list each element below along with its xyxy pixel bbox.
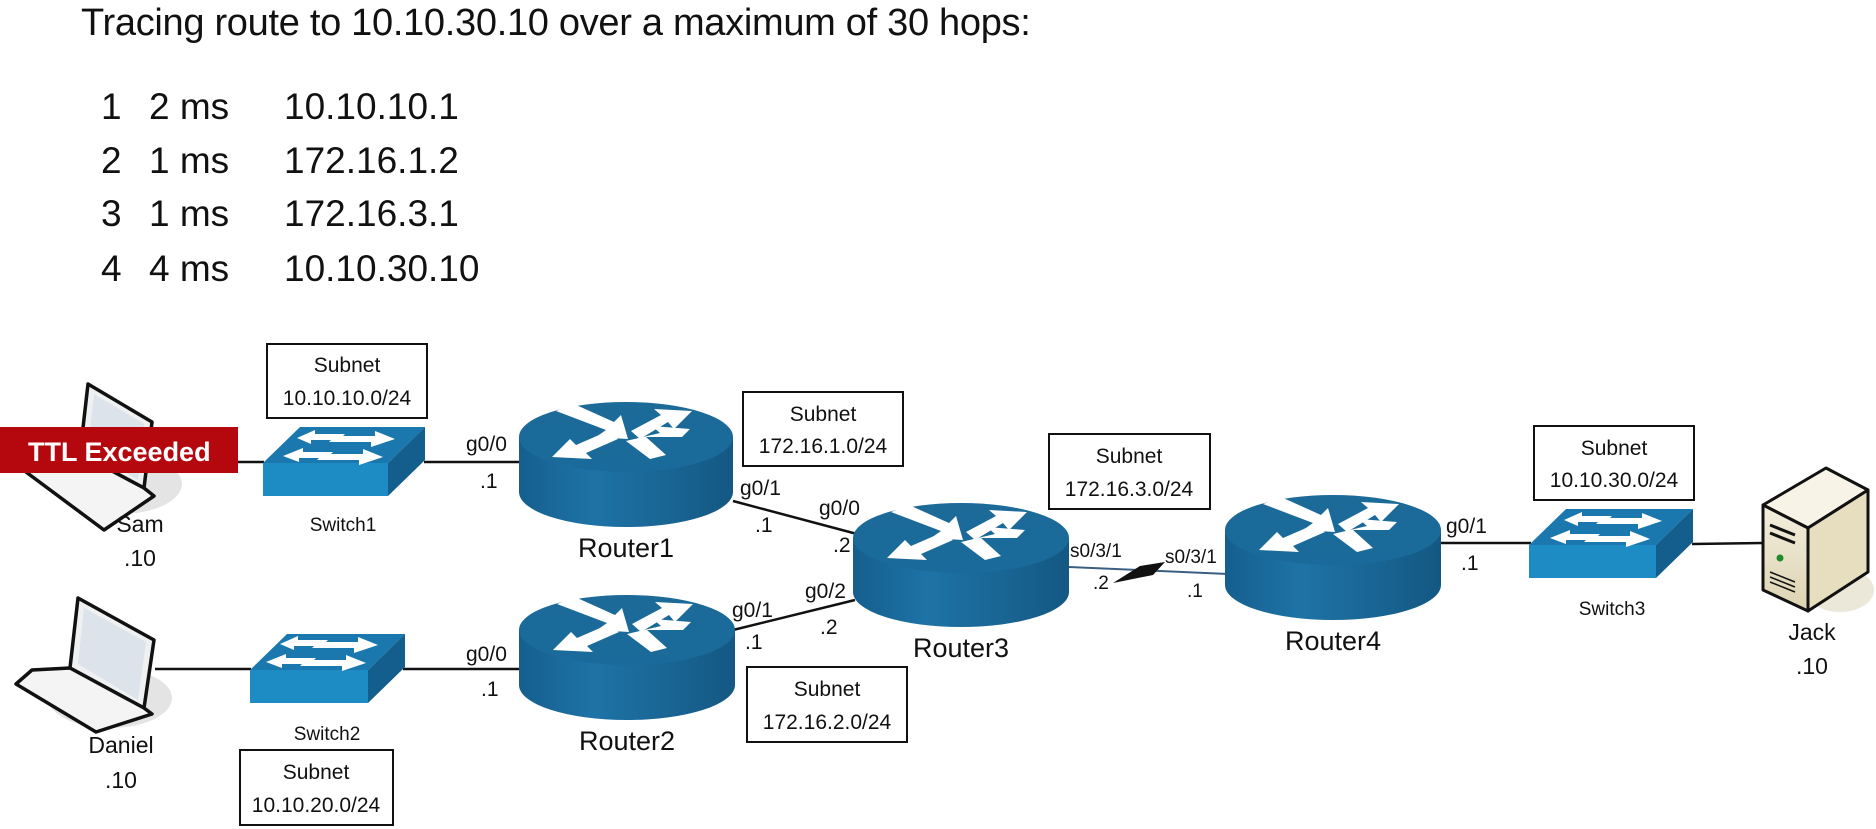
router-name-router2: Router2 (579, 726, 675, 756)
serial-lightning-icon (1113, 562, 1165, 583)
hop-time: 1 ms (149, 193, 230, 234)
subnet-label: Subnet (1581, 437, 1648, 460)
hop-number: 4 (101, 248, 122, 289)
server-icon (1761, 466, 1874, 613)
interface-name: g0/1 (740, 477, 781, 500)
router-icon (519, 402, 733, 527)
subnet-network: 10.10.30.0/24 (1550, 469, 1679, 492)
hop-number: 2 (101, 140, 122, 181)
host-name-jack: Jack (1788, 619, 1836, 645)
router-icon (519, 595, 735, 720)
link-switch3-jack (1691, 541, 1764, 546)
interface-name: g0/0 (466, 643, 507, 666)
interface-ip: .1 (480, 470, 498, 493)
subnet-label: Subnet (790, 403, 857, 426)
interface-ip: .2 (820, 616, 838, 639)
subnet-label: Subnet (1096, 445, 1163, 468)
subnet-network: 172.16.3.0/24 (1065, 478, 1194, 501)
hop-time: 4 ms (149, 248, 230, 289)
host-ip-sam: .10 (124, 545, 156, 571)
link-router2-router3 (732, 598, 856, 632)
hop-address: 10.10.10.1 (284, 86, 459, 127)
interface-name: g0/2 (805, 580, 846, 603)
hop-time: 1 ms (149, 140, 230, 181)
subnet-box: Subnet 10.10.30.0/24 (1533, 425, 1695, 501)
subnet-label: Subnet (283, 761, 350, 784)
subnet-box: Subnet 172.16.3.0/24 (1048, 433, 1211, 510)
hop-time: 2 ms (149, 86, 230, 127)
router-name-router4: Router4 (1285, 626, 1381, 656)
router-icon (853, 503, 1069, 627)
switch-icon (263, 427, 425, 496)
hop-number: 3 (101, 193, 122, 234)
subnet-network: 10.10.10.0/24 (283, 387, 412, 410)
subnet-box: Subnet 172.16.2.0/24 (746, 666, 908, 743)
hop-address: 10.10.30.10 (284, 248, 480, 289)
switch-name-switch1: Switch1 (310, 515, 377, 536)
ttl-exceeded-text: TTL Exceeded (28, 437, 211, 467)
ttl-exceeded-banner: TTL Exceeded (0, 427, 238, 473)
host-name-sam: Sam (116, 511, 163, 537)
subnet-label: Subnet (794, 678, 861, 701)
switch-icon (250, 634, 405, 703)
laptop-icon (14, 596, 172, 734)
switch-icon (1529, 509, 1693, 578)
host-name-daniel: Daniel (88, 732, 153, 758)
subnet-network: 172.16.1.0/24 (759, 435, 888, 458)
interface-name: g0/0 (466, 433, 507, 456)
link-router1-router3 (732, 499, 858, 536)
interface-name: g0/1 (1446, 515, 1487, 538)
interface-ip: .2 (833, 534, 851, 557)
host-ip-daniel: .10 (105, 767, 137, 793)
interface-name: s0/3/1 (1070, 541, 1122, 562)
hop-number: 1 (101, 86, 122, 127)
interface-ip: .2 (1093, 573, 1109, 594)
traceroute-title: Tracing route to 10.10.30.10 over a maxi… (81, 2, 1031, 44)
router-name-router3: Router3 (913, 633, 1009, 663)
interface-ip: .1 (1461, 552, 1479, 575)
subnet-box: Subnet 172.16.1.0/24 (742, 391, 904, 467)
subnet-network: 10.10.20.0/24 (252, 794, 381, 817)
subnet-network: 172.16.2.0/24 (763, 711, 892, 734)
subnet-box: Subnet 10.10.20.0/24 (239, 749, 394, 826)
interface-ip: .1 (1187, 581, 1203, 602)
links (155, 460, 1764, 671)
subnet-box: Subnet 10.10.10.0/24 (266, 343, 428, 419)
interface-ip: .1 (745, 631, 763, 654)
interface-labels: g0/0 .1 g0/1 .1 g0/0 .2 g0/0 .1 g0/1 .1 … (466, 433, 1487, 701)
subnet-label: Subnet (314, 354, 381, 377)
switch-name-switch2: Switch2 (294, 724, 361, 745)
interface-name: s0/3/1 (1165, 547, 1217, 568)
host-ip-jack: .10 (1796, 653, 1828, 679)
interface-ip: .1 (755, 514, 773, 537)
router-name-router1: Router1 (578, 533, 674, 563)
router-icon (1225, 495, 1441, 620)
switch-name-switch3: Switch3 (1579, 599, 1646, 620)
hop-address: 172.16.1.2 (284, 140, 459, 181)
interface-name: g0/1 (732, 599, 773, 622)
hop-address: 172.16.3.1 (284, 193, 459, 234)
interface-ip: .1 (481, 678, 499, 701)
interface-name: g0/0 (819, 497, 860, 520)
